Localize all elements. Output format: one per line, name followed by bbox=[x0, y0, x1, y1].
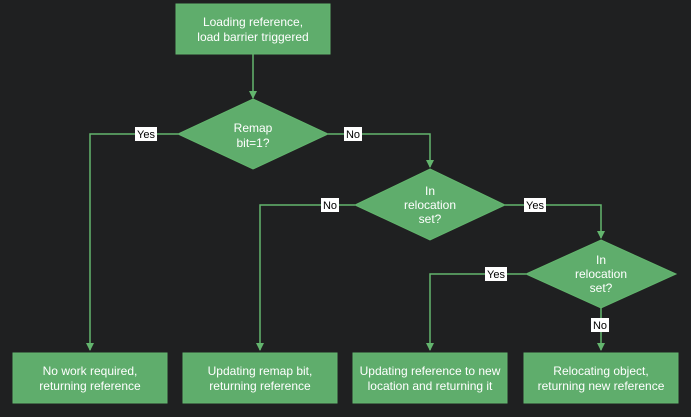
svg-text:Remap: Remap bbox=[234, 121, 273, 135]
svg-text:No: No bbox=[323, 200, 337, 212]
edge-label-remap-yes: Yes bbox=[135, 127, 157, 141]
edge-rel2-yes bbox=[426, 273, 526, 351]
svg-text:Updating reference to new: Updating reference to new bbox=[360, 364, 501, 378]
svg-text:location and returning it: location and returning it bbox=[368, 379, 493, 393]
svg-text:set?: set? bbox=[419, 212, 442, 226]
edge-label-remap-no: No bbox=[344, 127, 362, 141]
svg-text:No: No bbox=[346, 129, 360, 141]
edge-rel1-yes bbox=[505, 204, 605, 239]
svg-text:Yes: Yes bbox=[487, 269, 505, 281]
svg-text:returning new reference: returning new reference bbox=[538, 379, 665, 393]
edge-label-rel1-yes: Yes bbox=[524, 198, 546, 212]
svg-text:Updating remap bit,: Updating remap bit, bbox=[208, 364, 313, 378]
edge-remap-no bbox=[328, 133, 434, 168]
node-relocate: Relocating object, returning new referen… bbox=[523, 352, 679, 404]
node-relocation-decision-1: In relocation set? bbox=[353, 168, 507, 241]
svg-text:Yes: Yes bbox=[526, 200, 544, 212]
svg-text:No: No bbox=[593, 320, 607, 332]
node-update-remap: Updating remap bit, returning reference bbox=[182, 352, 338, 404]
edge-rel1-no bbox=[256, 204, 355, 351]
node-remap-decision: Remap bit=1? bbox=[176, 98, 330, 170]
svg-text:load barrier triggered: load barrier triggered bbox=[197, 30, 308, 44]
svg-text:Relocating object,: Relocating object, bbox=[553, 364, 648, 378]
node-no-work: No work required, returning reference bbox=[12, 352, 168, 404]
svg-text:In: In bbox=[425, 184, 435, 198]
svg-text:Yes: Yes bbox=[137, 129, 155, 141]
svg-text:returning reference: returning reference bbox=[209, 379, 311, 393]
node-update-location: Updating reference to new location and r… bbox=[352, 352, 508, 404]
edge-label-rel2-no: No bbox=[591, 318, 609, 332]
svg-text:set?: set? bbox=[590, 281, 613, 295]
svg-text:No work required,: No work required, bbox=[43, 364, 138, 378]
edge-remap-yes bbox=[86, 133, 178, 351]
edge-label-rel2-yes: Yes bbox=[485, 267, 507, 281]
node-relocation-decision-2: In relocation set? bbox=[524, 239, 678, 309]
edge-label-rel1-no: No bbox=[321, 198, 339, 212]
svg-text:In: In bbox=[596, 253, 606, 267]
svg-text:returning reference: returning reference bbox=[39, 379, 141, 393]
svg-text:bit=1?: bit=1? bbox=[236, 136, 269, 150]
svg-text:relocation: relocation bbox=[404, 198, 456, 212]
svg-text:relocation: relocation bbox=[575, 267, 627, 281]
svg-text:Loading reference,: Loading reference, bbox=[203, 15, 303, 29]
node-start: Loading reference, load barrier triggere… bbox=[175, 3, 331, 55]
